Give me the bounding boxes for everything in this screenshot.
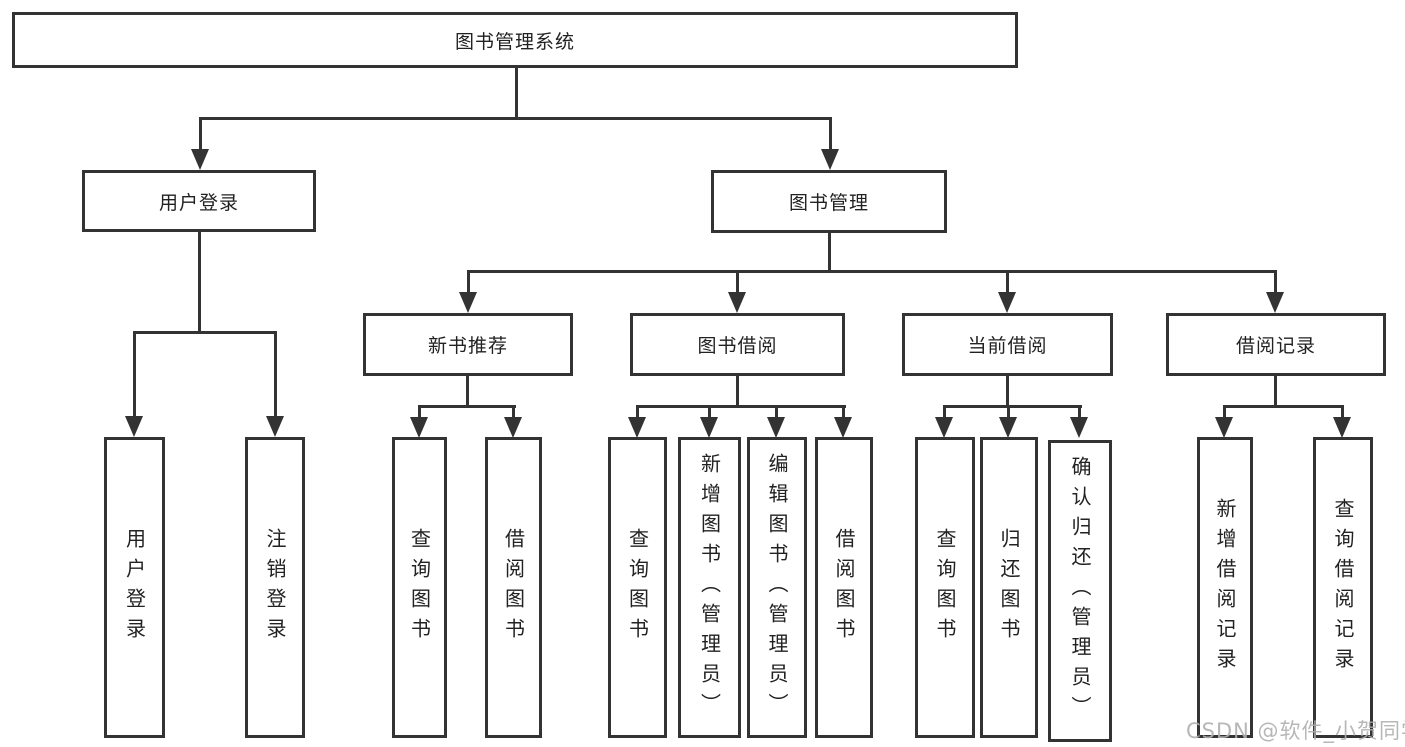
connector-line [943,405,1082,408]
arrow-down-icon [999,417,1017,438]
arrow-down-icon [1215,417,1233,438]
leaf-current-query-label: 查询图书 [933,527,957,648]
leaf-borrow-edit-label: 编辑图书（管理员） [765,452,789,723]
arrow-down-icon [191,149,209,170]
arrow-down-icon [700,417,718,438]
leaf-borrow-borrow: 借阅图书 [815,437,873,738]
connector-line [708,405,711,418]
node-library-system-label: 图书管理系统 [454,30,575,53]
connector-line [1274,270,1277,293]
leaf-borrow-edit: 编辑图书（管理员） [747,437,807,738]
connector-line [133,331,277,334]
connector-line [1006,376,1009,408]
arrow-down-icon [266,416,284,437]
leaf-newbook-borrow: 借阅图书 [485,437,542,738]
leaf-borrow-query: 查询图书 [608,437,667,738]
node-borrow-records: 借阅记录 [1166,313,1386,376]
connector-line [515,68,518,120]
node-user-login-label: 用户登录 [158,191,239,214]
node-borrow-records-label: 借阅记录 [1235,335,1316,357]
leaf-user-login: 用户登录 [104,437,165,738]
leaf-current-return: 归还图书 [980,437,1038,738]
node-book-borrow: 图书借阅 [630,313,845,376]
leaf-current-confirm: 确认归还（管理员） [1048,440,1112,742]
connector-line [1078,405,1081,418]
leaf-logout: 注销登录 [245,437,305,738]
connector-line [199,117,202,150]
leaf-records-add-label: 新增借阅记录 [1213,497,1237,678]
node-book-management: 图书管理 [711,170,947,233]
leaf-records-query: 查询借阅记录 [1313,437,1373,738]
arrow-down-icon [834,417,852,438]
node-new-book-recommend-label: 新书推荐 [427,335,508,357]
connector-line [636,405,846,408]
csdn-watermark: CSDN @软件_小贺同学 [1186,719,1405,743]
leaf-newbook-query-label: 查询图书 [407,527,432,648]
leaf-newbook-borrow-label: 借阅图书 [501,527,526,648]
leaf-current-confirm-label: 确认归还（管理员） [1068,456,1092,726]
leaf-borrow-borrow-label: 借阅图书 [832,527,856,648]
connector-line [467,270,1277,273]
connector-line [829,117,832,150]
leaf-borrow-add: 新增图书（管理员） [678,437,741,738]
leaf-records-add: 新增借阅记录 [1197,437,1253,738]
connector-line [198,232,201,334]
arrow-down-icon [728,292,746,313]
node-library-system: 图书管理系统 [12,12,1018,68]
arrow-down-icon [1070,417,1088,438]
connector-line [467,270,470,293]
arrow-down-icon [935,417,953,438]
leaf-borrow-add-label: 新增图书（管理员） [697,452,722,723]
arrow-down-icon [504,417,522,438]
arrow-down-icon [767,417,785,438]
leaf-logout-label: 注销登录 [263,527,287,648]
connector-line [466,376,469,408]
connector-line [418,405,516,408]
node-new-book-recommend: 新书推荐 [363,313,573,376]
connector-line [1274,376,1277,408]
connector-line [199,117,832,120]
node-book-borrow-label: 图书借阅 [697,335,778,357]
arrow-down-icon [125,416,143,437]
arrow-down-icon [998,292,1016,313]
leaf-records-query-label: 查询借阅记录 [1331,497,1355,678]
connector-line [828,233,831,273]
leaf-newbook-query: 查询图书 [392,437,447,738]
node-book-management-label: 图书管理 [788,192,869,214]
connector-line [1223,405,1226,418]
arrow-down-icon [459,292,477,313]
connector-line [943,405,946,418]
connector-line [842,405,845,418]
node-user-login: 用户登录 [82,170,316,232]
leaf-borrow-query-label: 查询图书 [625,527,650,648]
leaf-current-query: 查询图书 [915,437,975,738]
leaf-user-login-label: 用户登录 [122,527,147,648]
arrow-down-icon [410,417,428,438]
node-current-borrow: 当前借阅 [902,313,1113,376]
connector-line [1007,405,1010,418]
arrow-down-icon [1333,417,1351,438]
arrow-down-icon [628,417,646,438]
connector-line [775,405,778,418]
arrow-down-icon [821,149,839,170]
connector-line [736,376,739,408]
connector-line [736,270,739,293]
arrow-down-icon [1266,292,1284,313]
connector-line [1223,405,1344,408]
leaf-current-return-label: 归还图书 [997,527,1021,648]
node-current-borrow-label: 当前借阅 [967,335,1048,357]
connector-line [133,331,136,416]
connector-line [274,331,277,416]
connector-line [1006,270,1009,293]
connector-line [1341,405,1344,418]
connector-line [418,405,421,418]
connector-line [512,405,515,418]
connector-line [636,405,639,418]
